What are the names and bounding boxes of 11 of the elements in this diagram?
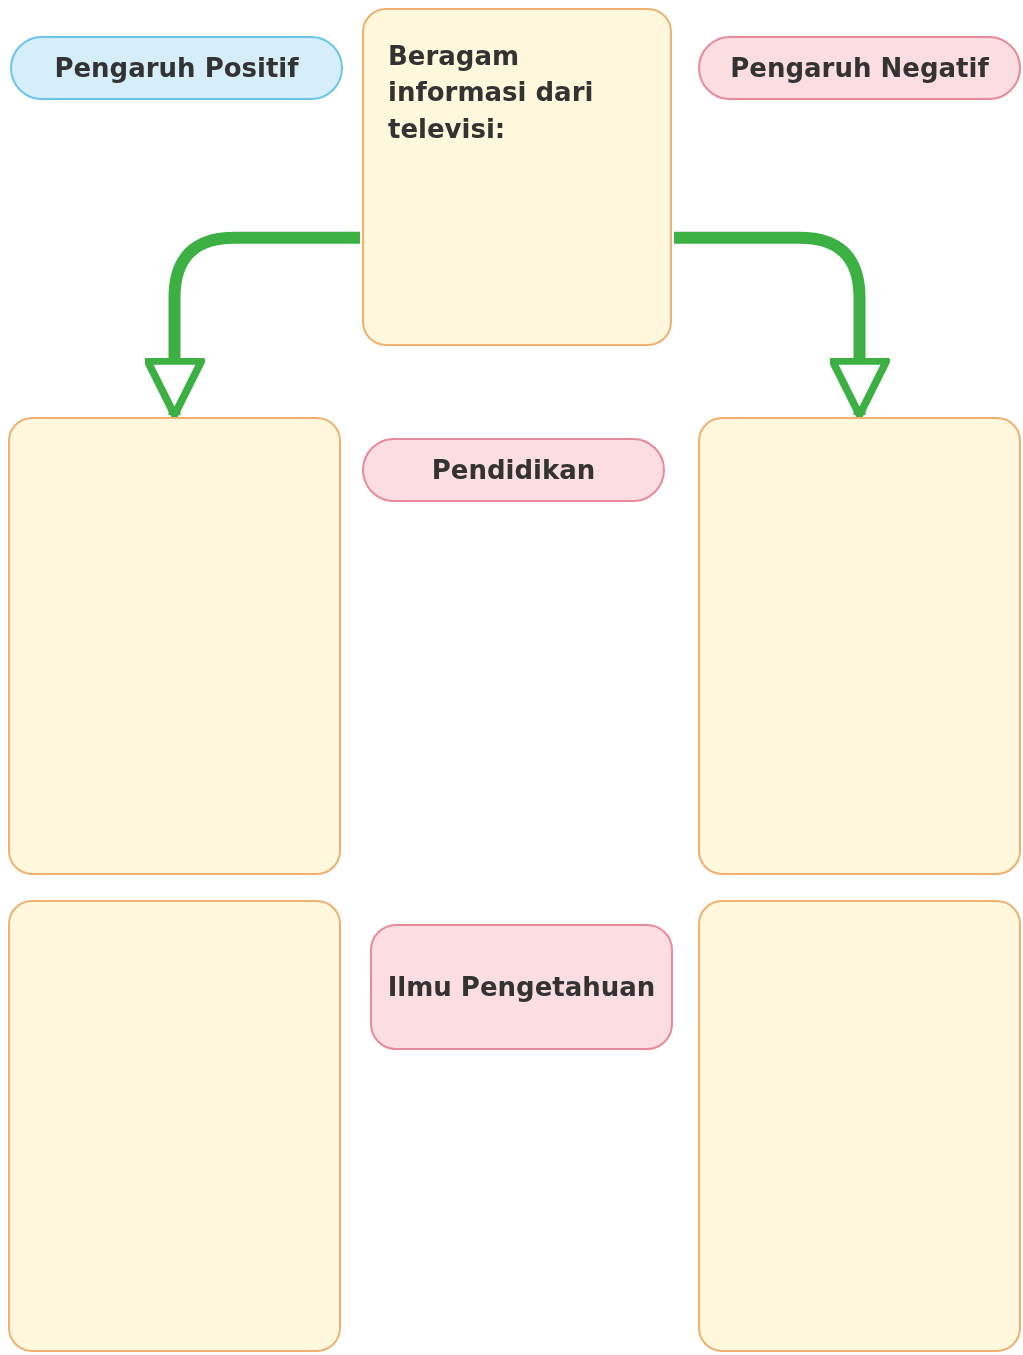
answer-box (8, 417, 341, 875)
heading-label: Pengaruh Negatif (698, 36, 1021, 100)
answer-box (698, 900, 1021, 1352)
heading-label: Ilmu Pengetahuan (370, 924, 673, 1050)
answer-box (698, 417, 1021, 875)
answer-box (8, 900, 341, 1352)
curved-arrow (674, 231, 891, 419)
topic-box: Beragam informasi dari televisi: (362, 8, 672, 346)
curved-arrow (143, 231, 360, 419)
heading-label: Pengaruh Positif (10, 36, 343, 100)
heading-label: Pendidikan (362, 438, 665, 502)
